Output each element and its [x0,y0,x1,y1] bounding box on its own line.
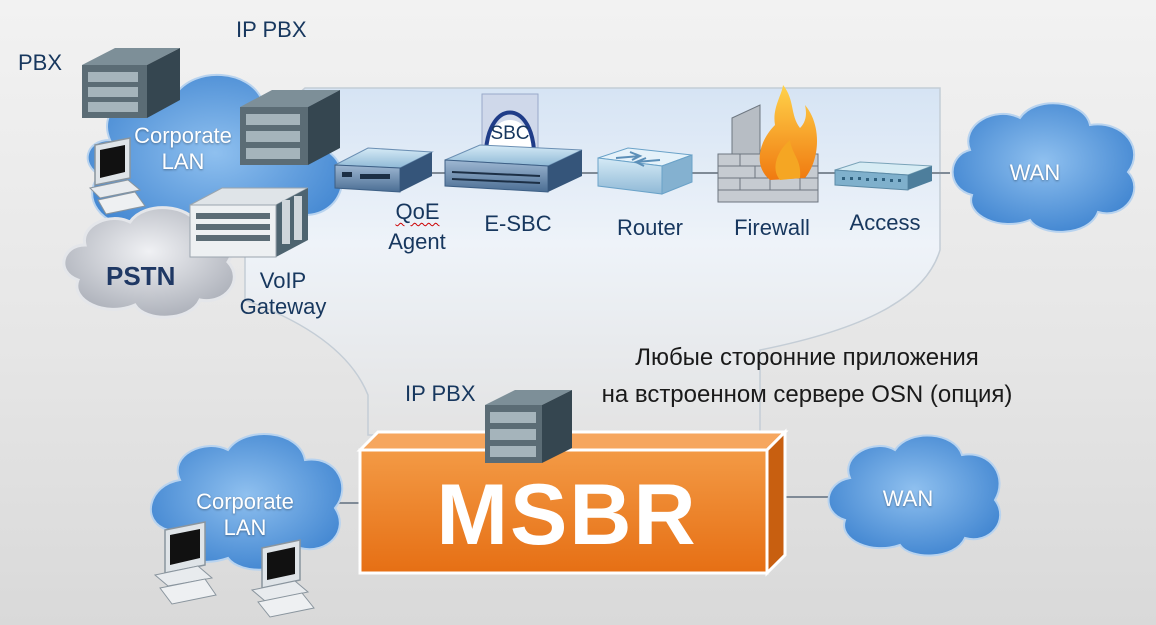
firewall-icon [717,85,819,203]
msbr-label: MSBR [436,467,698,563]
ip-pbx-server-icon-top [240,90,340,165]
esbc-label: E-SBC [484,211,552,236]
osn-caption-line2: на встроенном сервере OSN (опция) [601,381,1013,408]
msbr-box [356,428,789,577]
pbx-label: PBX [18,50,63,75]
ip-pbx-server-icon-bottom [485,390,572,463]
sbc-badge-label: SBC [490,123,530,144]
qoe-label: QoE [390,199,445,225]
corporate-lan-bottom-label: Corporate LAN [196,489,294,540]
voip-gateway-icon [189,187,309,258]
firewall-label: Firewall [734,215,810,240]
computer-icon-bottom-right [250,539,315,618]
computer-icon-top [88,137,146,215]
router-label: Router [616,215,684,240]
esbc-device-icon [444,144,583,193]
ip-pbx-top-label: IP PBX [236,17,307,42]
wan-top-label: WAN [1009,160,1061,185]
osn-caption-line1: Любые сторонние приложения [635,344,979,371]
voip-gateway-label: VoIP Gateway [239,268,327,319]
corporate-lan-top-label: Corporate LAN [134,123,232,174]
router-device-icon [597,147,693,195]
sbc-badge-icon [481,93,539,153]
access-label: Access [849,210,921,235]
access-device-icon [834,161,933,191]
wan-cloud-bottom [827,434,1002,557]
qoe-word: QoE [395,199,440,224]
wan-cloud-top [951,102,1136,233]
computer-icon-bottom-left [153,521,217,605]
qoe-agent-device-icon [333,147,434,193]
ip-pbx-bottom-label: IP PBX [405,381,476,406]
agent-label: Agent [388,229,446,254]
wan-bottom-label: WAN [882,486,934,511]
pbx-server-icon [82,48,180,118]
pstn-label: PSTN [106,261,176,291]
